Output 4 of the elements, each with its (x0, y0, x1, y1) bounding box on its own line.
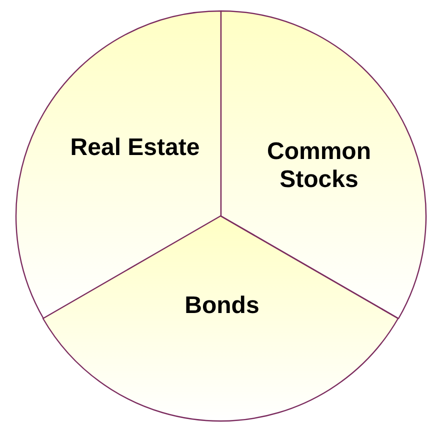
pie-slice (43, 216, 399, 421)
slice-label: Bonds (184, 292, 260, 320)
slice-label: Common Stocks (266, 138, 372, 194)
slice-label: Real Estate (70, 134, 200, 162)
